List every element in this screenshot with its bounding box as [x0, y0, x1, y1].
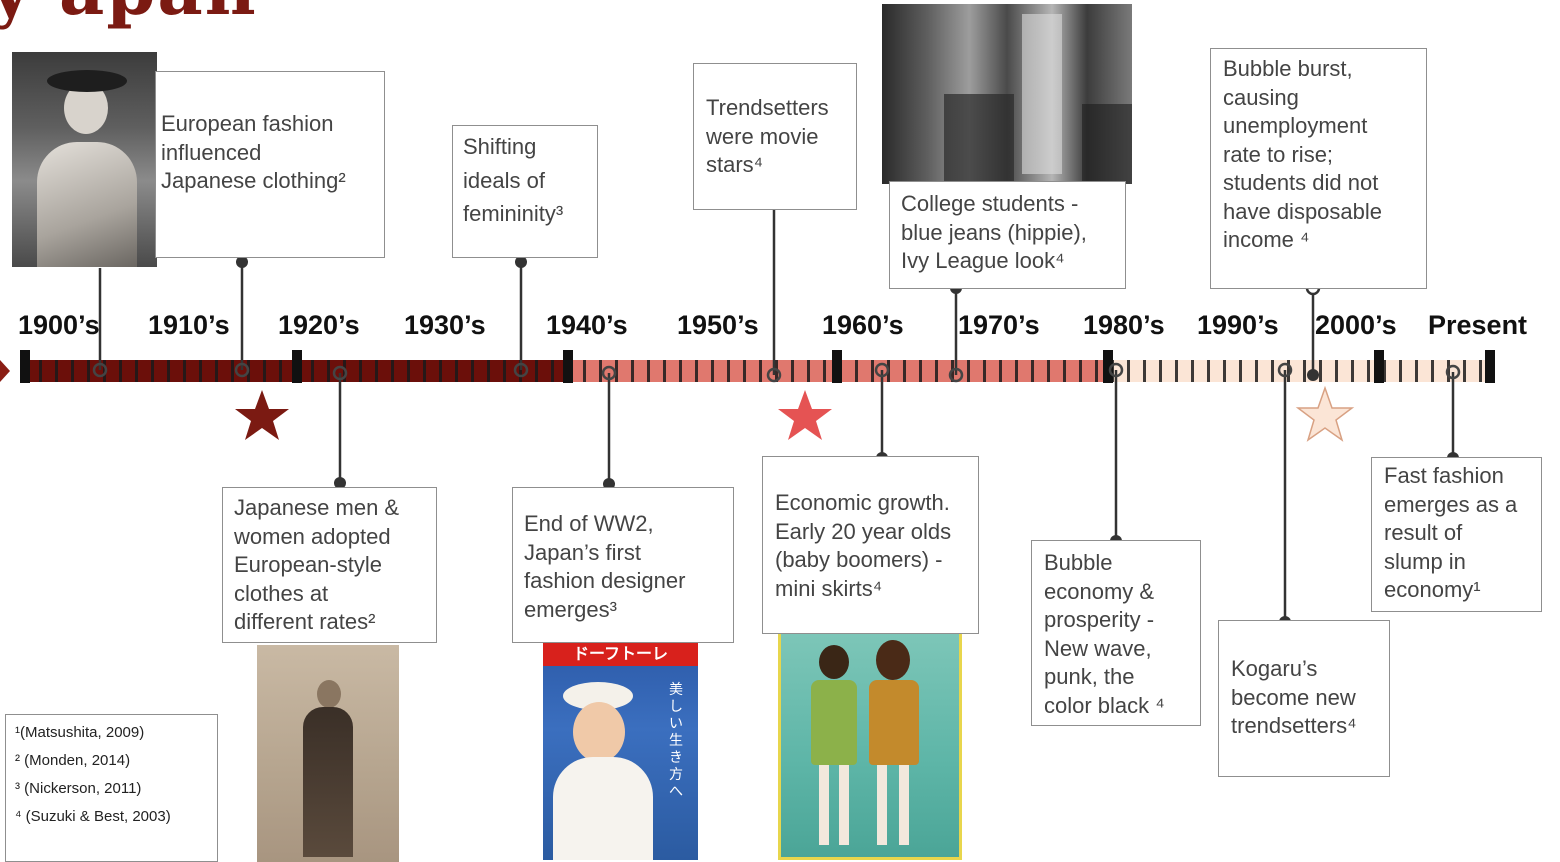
fashion-photo-1960s	[778, 622, 962, 860]
event-text-1950s: Trendsetters were movie stars⁴	[706, 95, 829, 177]
event-box-1930s: Shifting ideals of femininity³	[452, 125, 598, 258]
event-text-1940s: End of WW2, Japan’s first fashion design…	[524, 511, 686, 622]
magazine-cover-1940s: ドーフトーレ 美しい生き方へ	[543, 642, 698, 860]
decade-label-1970s: 1970’s	[958, 310, 1040, 340]
magazine-banner: ドーフトーレ	[543, 642, 698, 666]
portrait-1910s-photo	[257, 645, 399, 862]
decade-label-2000s: 2000’s	[1315, 310, 1397, 340]
event-text-1930s: Shifting ideals of femininity³	[463, 134, 564, 226]
event-text-2000s: Fast fashion emerges as a result of slum…	[1384, 463, 1518, 602]
event-box-1910s: Japanese men & women adopted European-st…	[222, 487, 437, 643]
decade-label-1990s: 1990’s	[1197, 310, 1279, 340]
citation-3: ³ (Nickerson, 2011)	[15, 780, 142, 797]
event-box-1960s: Economic growth. Early 20 year olds (bab…	[762, 456, 979, 634]
star-icon	[235, 390, 289, 440]
event-text-1990s-bubble: Bubble burst, causing unemployment rate …	[1223, 56, 1383, 252]
event-box-1950s: Trendsetters were movie stars⁴	[693, 63, 857, 210]
event-box-1900s: European fashion influenced Japanese clo…	[155, 71, 385, 258]
decade-label-1920s: 1920’s	[278, 310, 360, 340]
event-text-1990s: Kogaru’s become new trendsetters⁴	[1231, 656, 1357, 738]
event-box-1990s-bubble: Bubble burst, causing unemployment rate …	[1210, 48, 1427, 289]
star-icon	[1295, 385, 1355, 442]
portrait-1900s-photo	[12, 52, 157, 267]
star-icon	[778, 390, 832, 440]
decade-label-1940s: 1940’s	[546, 310, 628, 340]
event-text-1970s: College students - blue jeans (hippie), …	[901, 191, 1087, 273]
decade-label-1980s: 1980’s	[1083, 310, 1165, 340]
decade-label-present: Present	[1428, 310, 1528, 340]
event-text-1910s: Japanese men & women adopted European-st…	[234, 495, 400, 634]
event-box-1970s: College students - blue jeans (hippie), …	[889, 181, 1126, 289]
citation-4: ⁴ (Suzuki & Best, 2003)	[15, 808, 171, 825]
citations-box: ¹(Matsushita, 2009) ² (Monden, 2014) ³ (…	[5, 714, 218, 862]
event-text-1960s: Economic growth. Early 20 year olds (bab…	[775, 490, 952, 601]
decade-label-1960s: 1960’s	[822, 310, 904, 340]
college-fashion-photo-1970s	[882, 4, 1132, 184]
event-text-1900s: European fashion influenced Japanese clo…	[161, 111, 346, 193]
magazine-side-text: 美しい生き方へ	[669, 682, 683, 800]
event-box-1980s: Bubble economy & prosperity - New wave, …	[1031, 540, 1201, 726]
decade-label-1950s: 1950’s	[677, 310, 759, 340]
event-box-1990s: Kogaru’s become new trendsetters⁴	[1218, 620, 1390, 777]
page-title-fragment: y apan	[0, 0, 258, 31]
event-box-1940s: End of WW2, Japan’s first fashion design…	[512, 487, 734, 643]
decade-label-1930s: 1930’s	[404, 310, 486, 340]
arrow-left-icon	[0, 360, 10, 382]
decade-label-1910s: 1910’s	[148, 310, 230, 340]
citation-1: ¹(Matsushita, 2009)	[15, 724, 145, 741]
event-box-2000s: Fast fashion emerges as a result of slum…	[1371, 457, 1542, 612]
decade-label-1900s: 1900’s	[18, 310, 100, 340]
citation-2: ² (Monden, 2014)	[15, 752, 131, 769]
event-text-1980s: Bubble economy & prosperity - New wave, …	[1044, 550, 1165, 718]
